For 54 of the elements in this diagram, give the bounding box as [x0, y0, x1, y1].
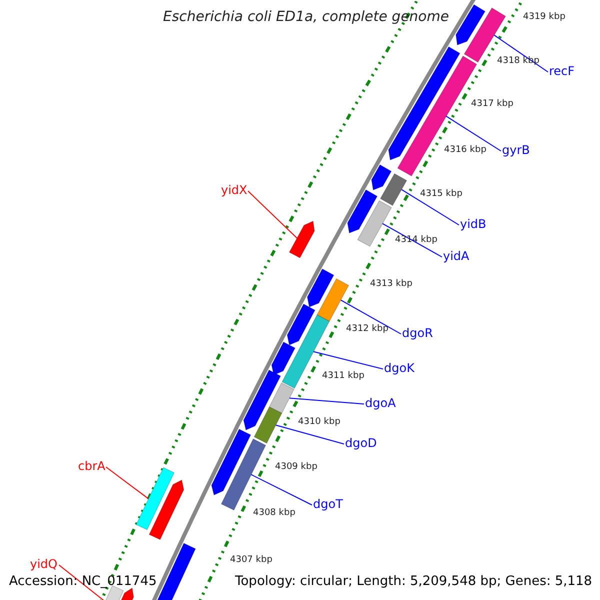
gene-bar [243, 370, 281, 430]
gene-label: yidA [443, 250, 470, 262]
gene-bar [456, 4, 486, 46]
gene-bar [371, 164, 392, 190]
scale-label: 4319 kbp [523, 13, 566, 22]
accession-text: Accession: NC_011745 [9, 575, 157, 588]
leader-line [289, 398, 364, 404]
scale-label: 4307 kbp [230, 556, 272, 565]
genome-info-text: Topology: circular; Length: 5,209,548 bp; Genes: 5,118 [235, 575, 592, 588]
leader-line [313, 351, 384, 370]
leader-line [382, 223, 442, 258]
scale-label: 4308 kbp [253, 509, 296, 518]
leader-line [401, 189, 460, 226]
gene-label: dgoR [402, 327, 433, 339]
gene-bar [254, 406, 282, 444]
scale-label: 4311 kbp [322, 372, 364, 381]
gene-bar [380, 173, 408, 206]
scale-label: 4312 kbp [346, 325, 388, 334]
gene-bar [136, 467, 175, 530]
leader-line [275, 424, 344, 444]
scale-label: 4310 kbp [298, 418, 340, 427]
gene-label: yidX [221, 184, 248, 196]
scale-label: 4317 kbp [471, 100, 514, 109]
gene-label: dgoK [384, 362, 414, 374]
gene-label: cbrA [78, 460, 106, 472]
gene-bar [306, 268, 334, 308]
scale-label: 4309 kbp [275, 463, 318, 472]
gene-label: recF [549, 65, 575, 77]
leader-line [250, 474, 312, 506]
gene-label: yidQ [30, 558, 58, 570]
leader-line [58, 564, 106, 600]
gene-label: dgoA [365, 397, 396, 409]
gene-label: dgoT [313, 498, 343, 510]
gene-bar [347, 189, 378, 234]
gene-label: gyrB [502, 144, 530, 156]
leader-line [446, 116, 502, 152]
gene-bar [148, 480, 184, 540]
gene-bar [357, 200, 392, 247]
gene-label: yidB [460, 218, 486, 230]
gene-bar [211, 428, 252, 496]
leader-line [340, 300, 402, 334]
gene-label: dgoD [345, 437, 377, 449]
gene-bar [286, 304, 316, 346]
leader-line [106, 466, 149, 500]
leader-line [248, 190, 298, 239]
leader-line [494, 34, 548, 72]
title: Escherichia coli ED1a, complete genome [163, 10, 449, 24]
gene-bar [271, 342, 296, 376]
gene-bar [316, 278, 350, 322]
scale-label: 4315 kbp [420, 190, 462, 199]
gene-bar [288, 220, 315, 258]
gene-bar [268, 382, 294, 414]
scale-label: 4316 kbp [444, 146, 486, 155]
scale-label: 4313 kbp [370, 280, 412, 289]
